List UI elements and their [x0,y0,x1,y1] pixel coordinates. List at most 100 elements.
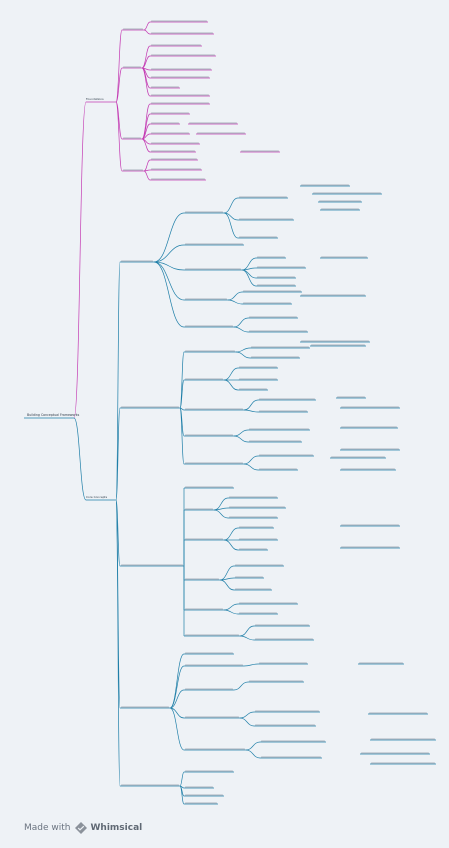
leaf-node-text[interactable] [185,786,213,788]
leaf-node-text[interactable] [255,724,315,726]
leaf-node-text[interactable] [241,150,279,152]
leaf-node-text[interactable] [257,284,295,286]
leaf-node-text[interactable] [243,302,291,304]
leaf-node-text[interactable] [123,28,143,30]
leaf-node-text[interactable] [313,192,381,194]
leaf-node-text[interactable] [185,652,233,654]
leaf-node-text[interactable] [251,346,309,348]
leaf-node-text[interactable] [123,169,143,171]
leaf-node-text[interactable] [151,94,209,96]
leaf-node-text[interactable] [185,486,233,488]
leaf-node-text[interactable] [249,428,309,430]
leaf-node-text[interactable] [185,634,239,636]
leaf-node-text[interactable] [321,208,359,210]
leaf-node-text[interactable] [185,508,213,510]
leaf-node-text[interactable] [371,738,435,740]
leaf-node-text[interactable] [243,290,301,292]
leaf-node-text[interactable] [151,178,205,180]
leaf-node-text[interactable] [301,340,369,342]
leaf-node-text[interactable] [239,218,293,220]
leaf-node-text[interactable] [261,756,321,758]
leaf-node-text[interactable] [121,706,169,708]
leaf-node-text[interactable] [185,211,223,213]
leaf-node-text[interactable] [235,564,283,566]
leaf-node-text[interactable] [239,236,277,238]
leaf-node-text[interactable] [151,158,197,160]
leaf-node-text[interactable] [151,76,209,78]
leaf-node-text[interactable] [341,468,395,470]
leaf-node-text[interactable] [185,578,219,580]
leaf-node-text[interactable] [185,664,243,666]
leaf-node-text[interactable] [229,496,277,498]
leaf-node-text[interactable] [121,260,153,262]
leaf-node-text[interactable] [185,378,223,380]
leaf-node-text[interactable] [257,266,305,268]
leaf-node-text[interactable] [251,356,299,358]
leaf-node-text[interactable] [259,398,315,400]
leaf-node-text[interactable] [249,440,301,442]
leaf-node-text[interactable] [239,526,273,528]
leaf-node-text[interactable] [341,524,399,526]
leaf-node-text[interactable] [123,137,141,139]
leaf-node-text[interactable] [151,168,201,170]
leaf-node-text[interactable] [185,434,233,436]
leaf-node-text[interactable] [239,196,287,198]
leaf-node-text[interactable] [311,344,365,346]
leaf-node-text[interactable] [229,506,285,508]
leaf-node-text[interactable] [369,712,427,714]
leaf-node-text[interactable] [341,546,399,548]
leaf-node-text[interactable] [185,608,223,610]
leaf-node-text[interactable] [185,770,233,772]
branch-node-pink[interactable]: Foundations [86,97,104,101]
leaf-node-text[interactable] [185,268,241,270]
leaf-node-text[interactable] [197,132,245,134]
leaf-node-text[interactable] [185,408,243,410]
leaf-node-text[interactable] [331,456,385,458]
leaf-node-text[interactable] [151,150,195,152]
leaf-node-text[interactable] [337,396,365,398]
leaf-node-text[interactable] [235,588,271,590]
leaf-node-text[interactable] [249,316,297,318]
leaf-node-text[interactable] [151,132,189,134]
leaf-node-text[interactable] [185,688,233,690]
leaf-node-text[interactable] [229,516,277,518]
leaf-node-text[interactable] [259,410,307,412]
leaf-node-text[interactable] [185,243,243,245]
leaf-node-text[interactable] [259,468,297,470]
leaf-node-text[interactable] [301,294,365,296]
leaf-node-text[interactable] [121,784,179,786]
root-node[interactable]: Building Conceptual Frameworks [27,413,80,417]
leaf-node-text[interactable] [151,86,179,88]
leaf-node-text[interactable] [121,406,179,408]
leaf-node-text[interactable] [255,710,319,712]
leaf-node-text[interactable] [185,802,217,804]
leaf-node-text[interactable] [185,325,233,327]
leaf-node-text[interactable] [235,576,263,578]
leaf-node-text[interactable] [121,564,183,566]
leaf-node-text[interactable] [151,112,189,114]
leaf-node-text[interactable] [359,662,403,664]
leaf-node-text[interactable] [185,350,235,352]
leaf-node-text[interactable] [259,662,307,664]
leaf-node-text[interactable] [185,462,243,464]
leaf-node-text[interactable] [341,448,399,450]
leaf-node-text[interactable] [239,538,277,540]
leaf-node-text[interactable] [255,624,309,626]
leaf-node-text[interactable] [261,740,325,742]
leaf-node-text[interactable] [151,68,211,70]
leaf-node-text[interactable] [185,716,239,718]
leaf-node-text[interactable] [239,366,277,368]
leaf-node-text[interactable] [321,256,367,258]
leaf-node-text[interactable] [301,184,349,186]
leaf-node-text[interactable] [189,122,237,124]
leaf-node-text[interactable] [361,752,429,754]
leaf-node-text[interactable] [259,454,313,456]
leaf-node-text[interactable] [151,20,207,22]
leaf-node-text[interactable] [257,256,285,258]
leaf-node-text[interactable] [185,748,245,750]
leaf-node-text[interactable] [185,298,227,300]
leaf-node-text[interactable] [239,612,277,614]
leaf-node-text[interactable] [249,680,303,682]
leaf-node-text[interactable] [371,762,435,764]
leaf-node-text[interactable] [257,276,295,278]
